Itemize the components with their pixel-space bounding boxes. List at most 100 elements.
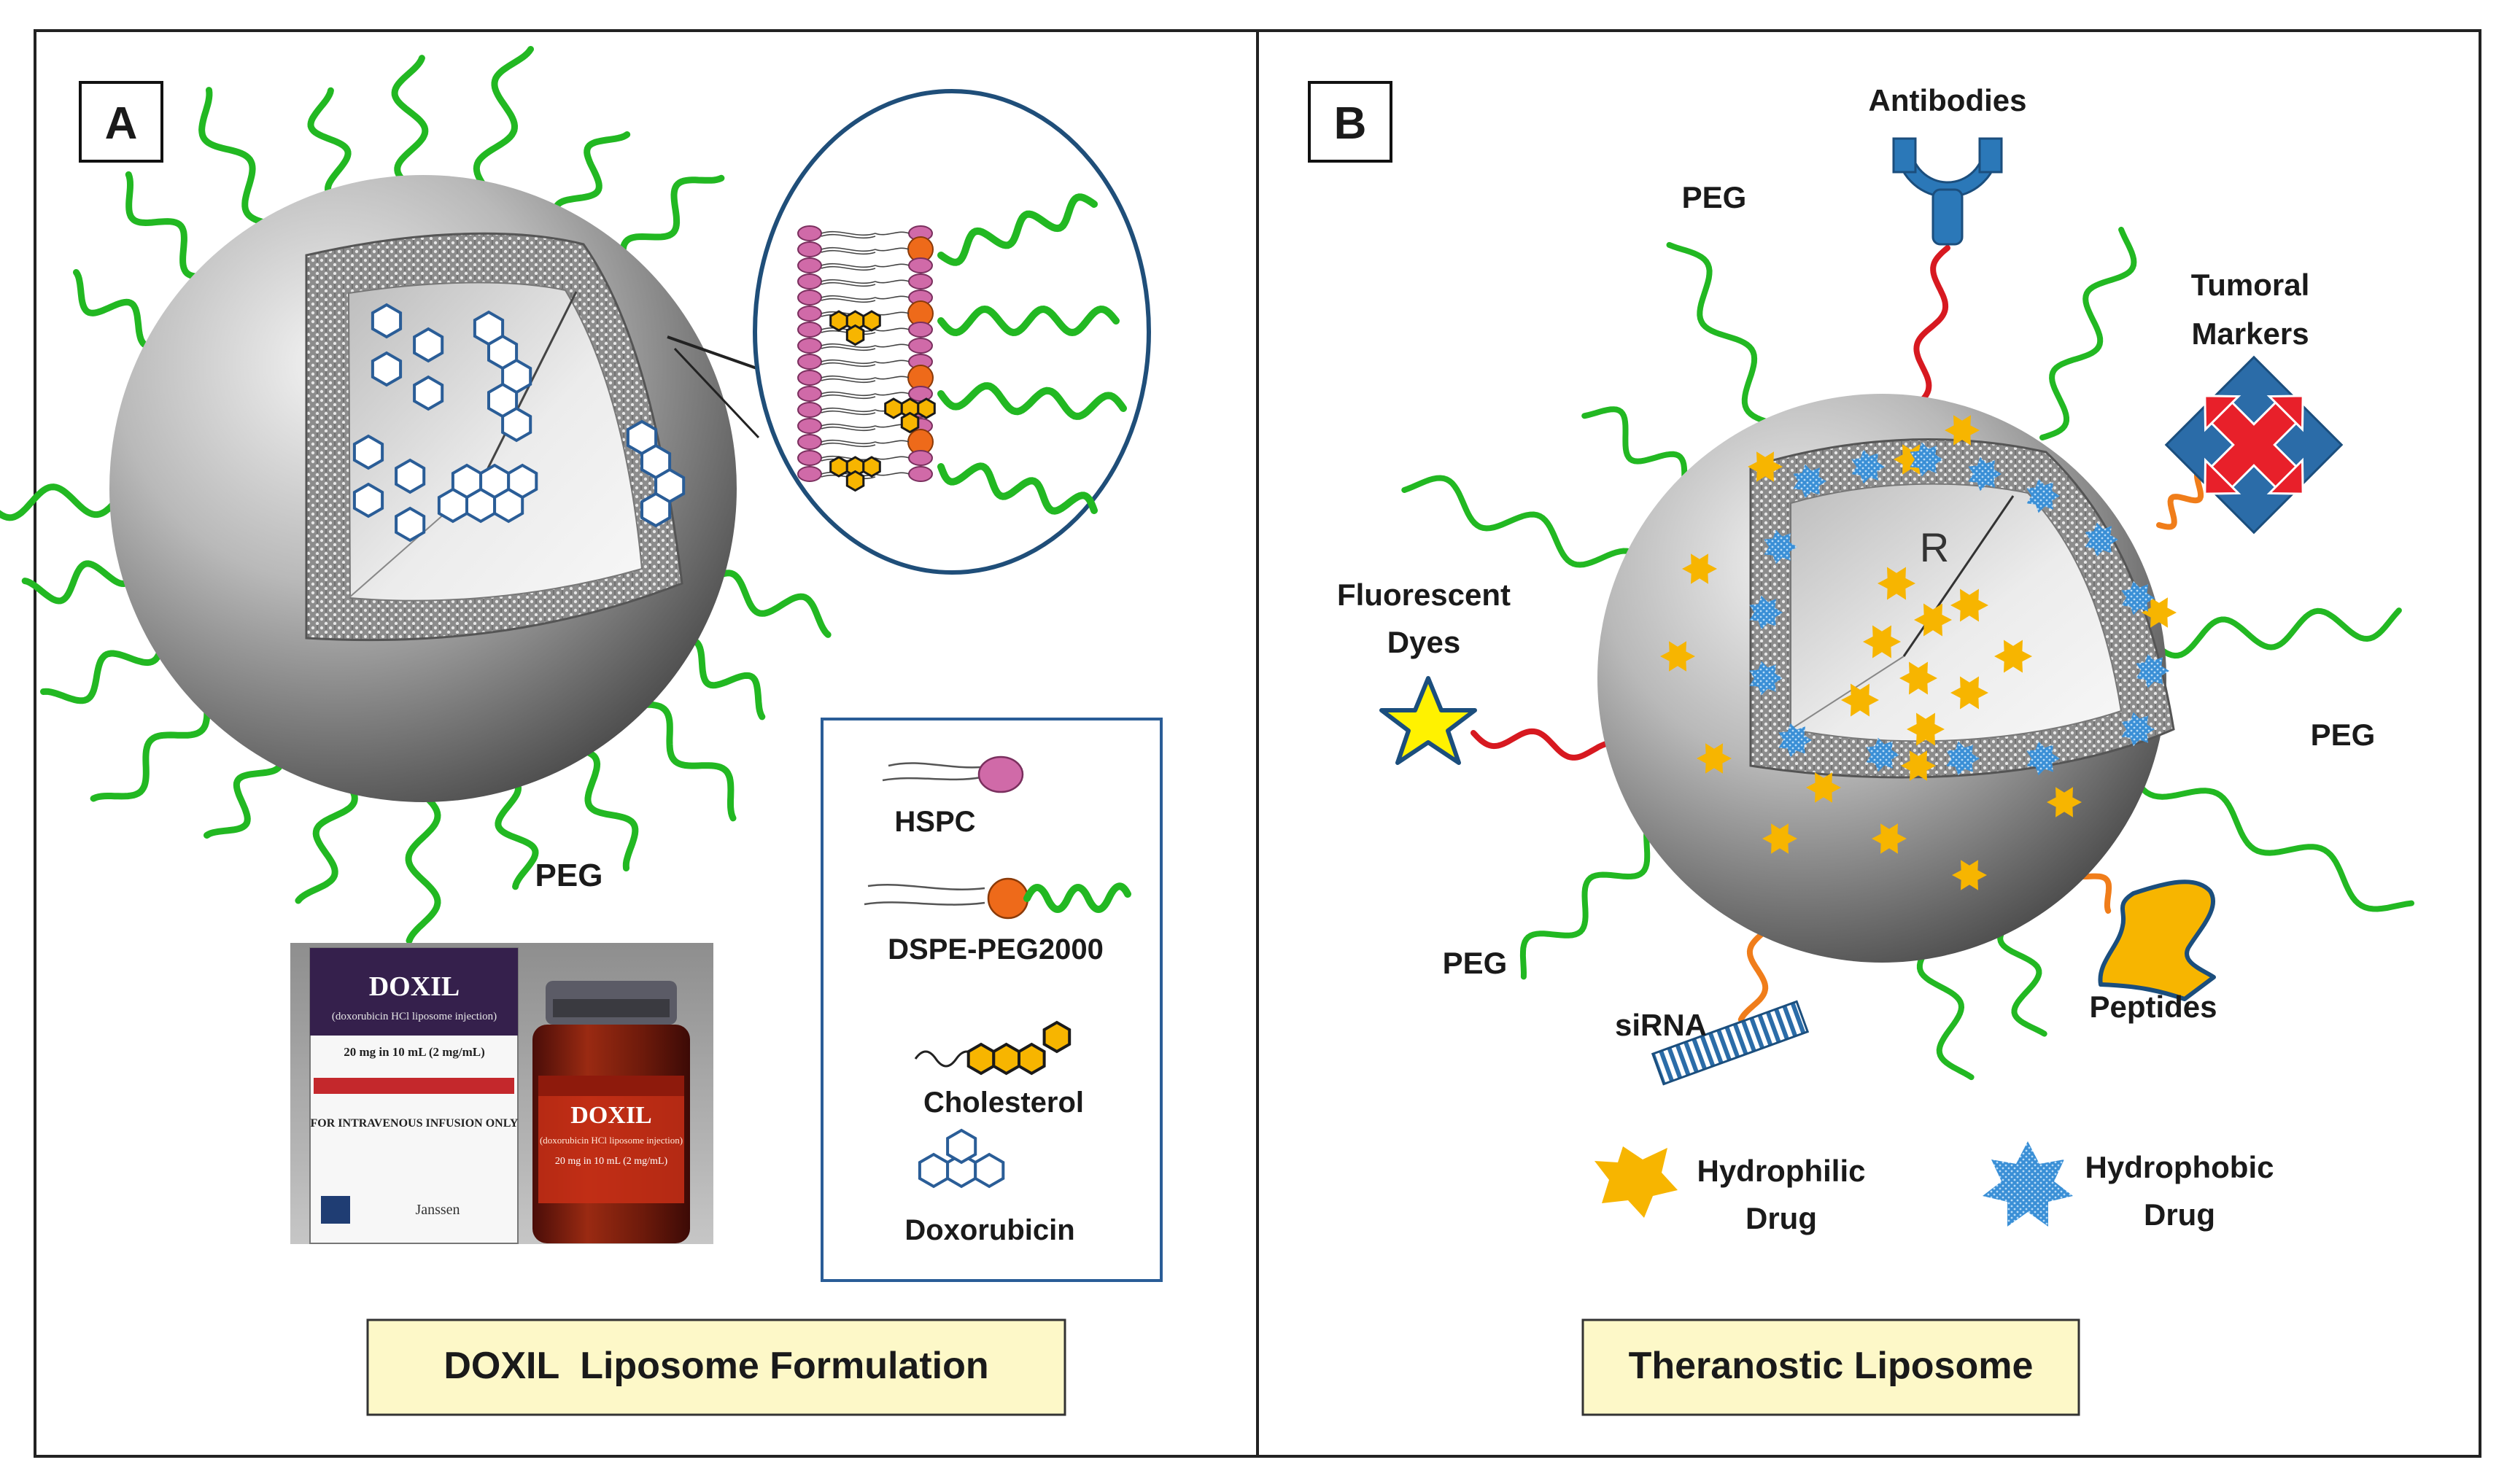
hydrophobic-label-1: Hydrophobic bbox=[2085, 1150, 2274, 1184]
peg-top-label: PEG bbox=[1682, 180, 1747, 214]
hydrophilic-drug bbox=[1682, 553, 1717, 584]
panel-b-caption: Theranostic Liposome bbox=[1629, 1345, 2034, 1387]
bilayer-detail bbox=[797, 193, 1127, 515]
antibodies-label: Antibodies bbox=[1869, 83, 2027, 117]
peg-chain bbox=[2149, 607, 2402, 659]
hydrophilic-drug bbox=[1952, 860, 1987, 890]
radius-label: R bbox=[1920, 524, 1949, 570]
hydrophobic-drug bbox=[2026, 478, 2060, 513]
tumoral-markers-label-2: Markers bbox=[2191, 316, 2309, 351]
hydrophilic-drug bbox=[1894, 444, 1929, 475]
panel-a-legend-box bbox=[821, 718, 1163, 1282]
hydrophobic-drug bbox=[2121, 580, 2155, 615]
hydrophilic-drug bbox=[1950, 676, 1988, 710]
hydrophilic-drug bbox=[1762, 823, 1797, 854]
tumoral-markers-label-1: Tumoral bbox=[2191, 268, 2310, 302]
panel-b-drugs bbox=[1660, 415, 2177, 890]
svg-text:Janssen: Janssen bbox=[415, 1202, 460, 1218]
panel-a-caption-box bbox=[366, 1318, 1066, 1416]
hydrophilic-drug bbox=[1878, 567, 1915, 600]
peg-chain bbox=[2127, 763, 2414, 912]
panel-a-caption: DOXIL Liposome Formulation bbox=[443, 1345, 988, 1387]
peg-chain bbox=[2039, 226, 2137, 440]
doxorubicin-molecule bbox=[371, 303, 444, 411]
hydrophobic-drug bbox=[1946, 741, 1980, 776]
svg-text:(doxorubicin HCl liposome inje: (doxorubicin HCl liposome injection) bbox=[540, 1135, 683, 1146]
legend-cholesterol-label: Cholesterol bbox=[923, 1087, 1084, 1119]
hydrophobic-drug bbox=[1793, 464, 1826, 499]
doxil-product-photo: DOXIL (doxorubicin HCl liposome injectio… bbox=[290, 943, 713, 1244]
hydrophilic-drug bbox=[1907, 712, 1945, 746]
doxorubicin-molecule bbox=[473, 310, 532, 443]
dspe-peg-icon bbox=[987, 877, 1029, 920]
svg-text:20 mg in 10 mL (2 mg/mL): 20 mg in 10 mL (2 mg/mL) bbox=[555, 1156, 668, 1167]
antibody-linker bbox=[1899, 245, 1950, 424]
hydrophobic-drug bbox=[1851, 449, 1885, 484]
svg-text:FOR INTRAVENOUS INFUSION ONLY: FOR INTRAVENOUS INFUSION ONLY bbox=[311, 1117, 519, 1130]
hydrophilic-drug bbox=[1950, 588, 1988, 622]
hydrophilic-drug-icon bbox=[1595, 1146, 1678, 1218]
cholesterol-molecule bbox=[884, 397, 936, 434]
panel-a-legend: HSPC DSPE-PEG2000 Cholesterol Doxorubici… bbox=[864, 755, 1131, 1246]
hydrophobic-label-2: Drug bbox=[2144, 1197, 2215, 1232]
svg-text:(doxorubicin HCl liposome inje: (doxorubicin HCl liposome injection) bbox=[332, 1011, 497, 1022]
hydrophobic-drug bbox=[1749, 595, 1783, 630]
tumoral-marker-icon bbox=[2164, 355, 2344, 535]
cholesterol-molecule bbox=[829, 456, 881, 492]
cholesterol-legend-rings bbox=[966, 1020, 1072, 1076]
hydrophobic-drug bbox=[2136, 653, 2169, 688]
panel-b: B R bbox=[1308, 81, 2414, 1416]
doxil-vial: DOXIL (doxorubicin HCl liposome injectio… bbox=[532, 981, 690, 1243]
fluorescent-dye-icon bbox=[1379, 676, 1477, 765]
peg-right-label: PEG bbox=[2311, 718, 2376, 752]
hydrophilic-drug bbox=[1841, 683, 1879, 717]
doxorubicin-molecule bbox=[626, 419, 686, 528]
hydrophilic-drug bbox=[1945, 415, 1980, 446]
legend-dspe-label: DSPE-PEG2000 bbox=[888, 933, 1104, 966]
hydrophilic-drug bbox=[1660, 641, 1695, 672]
peg-chain bbox=[1401, 475, 1651, 579]
hydrophobic-drug bbox=[1778, 723, 1812, 758]
hydrophilic-drug bbox=[1748, 451, 1783, 482]
doxil-liposome bbox=[109, 175, 737, 802]
hydrophilic-drug bbox=[1863, 625, 1901, 659]
legend-doxorubicin-label: Doxorubicin bbox=[904, 1214, 1074, 1246]
panel-b-letter-box bbox=[1308, 81, 1392, 163]
svg-text:20 mg in 10 mL (2 mg/mL): 20 mg in 10 mL (2 mg/mL) bbox=[344, 1045, 485, 1059]
hydrophilic-drug bbox=[2142, 597, 2177, 628]
peptide-icon bbox=[2098, 879, 2216, 1001]
svg-text:DOXIL: DOXIL bbox=[369, 971, 460, 1002]
peptides-label: Peptides bbox=[2089, 990, 2217, 1024]
hydrophilic-drug bbox=[1806, 772, 1841, 803]
hydrophilic-drug bbox=[1872, 823, 1907, 854]
panel-b-letter: B bbox=[1334, 98, 1367, 149]
fluorescent-dyes-label-2: Dyes bbox=[1387, 625, 1460, 659]
hydrophilic-drug bbox=[1901, 750, 1936, 781]
antibody-icon bbox=[1892, 137, 2003, 246]
hydrophilic-drug bbox=[2047, 787, 2082, 817]
hydrophobic-drug bbox=[2026, 741, 2060, 776]
peg-bottom-label: PEG bbox=[1443, 946, 1508, 980]
panel-a-letter: A bbox=[105, 98, 138, 149]
sirna-icon bbox=[1651, 1000, 1810, 1086]
hydrophobic-drug bbox=[1866, 737, 1899, 772]
dspe-peg-tail bbox=[1023, 882, 1131, 913]
fluorescent-dyes-label-1: Fluorescent bbox=[1337, 578, 1511, 612]
legend-hspc-label: HSPC bbox=[894, 806, 975, 838]
hydrophilic-label-1: Hydrophilic bbox=[1697, 1154, 1865, 1188]
hydrophilic-drug bbox=[1914, 603, 1952, 637]
hydrophilic-drug bbox=[1697, 743, 1732, 774]
panel-b-caption-box bbox=[1581, 1318, 2080, 1416]
cholesterol-icon bbox=[966, 1020, 1072, 1076]
hydrophobic-drug bbox=[1910, 442, 1943, 477]
hydrophilic-drug bbox=[1899, 661, 1937, 695]
hspc-icon bbox=[977, 755, 1024, 793]
panel-a: A PEG HSPC DSPE-PE bbox=[0, 46, 1163, 1416]
panel-b-frame bbox=[1256, 29, 2481, 1458]
hydrophilic-drug bbox=[1994, 640, 2032, 673]
encapsulated-doxorubicin bbox=[352, 303, 686, 543]
doxorubicin-molecule bbox=[437, 463, 538, 524]
sirna-label: siRNA bbox=[1615, 1008, 1707, 1042]
panel-a-letter-box bbox=[79, 81, 163, 163]
